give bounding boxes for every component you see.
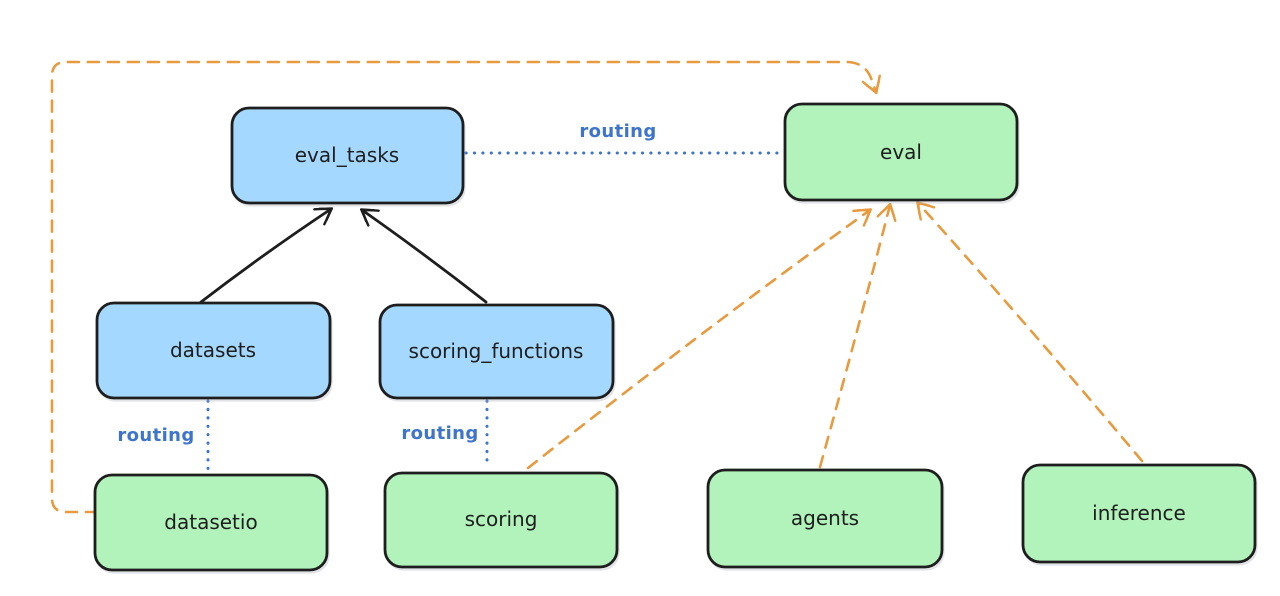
edge-datasetio-to-eval: [50, 60, 881, 514]
agents-label: agents: [791, 506, 859, 530]
node-eval-tasks: eval_tasks: [230, 106, 466, 207]
node-scoring: scoring: [383, 471, 620, 571]
scoring-label: scoring: [465, 507, 538, 531]
node-datasets: datasets: [95, 301, 333, 402]
scoring-box: [383, 471, 619, 569]
datasets-label: datasets: [170, 338, 256, 362]
node-datasetio: datasetio: [93, 473, 330, 574]
eval-box: [783, 102, 1019, 202]
datasetio-box: [93, 473, 329, 572]
eval-tasks-label: eval_tasks: [295, 143, 399, 167]
agents-box: [706, 468, 944, 569]
datasets-box: [95, 301, 332, 400]
eval-tasks-box: [230, 106, 465, 205]
routing-label-scoring: routing: [401, 423, 478, 444]
node-agents: agents: [706, 468, 945, 571]
inference-box: [1021, 463, 1257, 564]
edge-agents-to-eval: [818, 202, 897, 469]
node-eval: eval: [783, 102, 1020, 204]
node-inference: inference: [1021, 463, 1258, 566]
scoring-functions-label: scoring_functions: [409, 339, 584, 363]
edge-inference-to-eval: [916, 201, 1144, 463]
edge-datasets-to-eval-tasks: [199, 207, 334, 304]
node-scoring-functions: scoring_functions: [378, 303, 616, 402]
inference-label: inference: [1092, 501, 1186, 525]
edge-scoring-to-eval: [526, 208, 873, 470]
eval-label: eval: [880, 140, 922, 164]
routing-label-datasetio: routing: [117, 425, 194, 446]
scoring-functions-box: [378, 303, 615, 400]
edge-scoring-functions-to-eval-tasks: [359, 208, 488, 304]
routing-label-top: routing: [579, 121, 656, 142]
datasetio-label: datasetio: [164, 510, 257, 534]
